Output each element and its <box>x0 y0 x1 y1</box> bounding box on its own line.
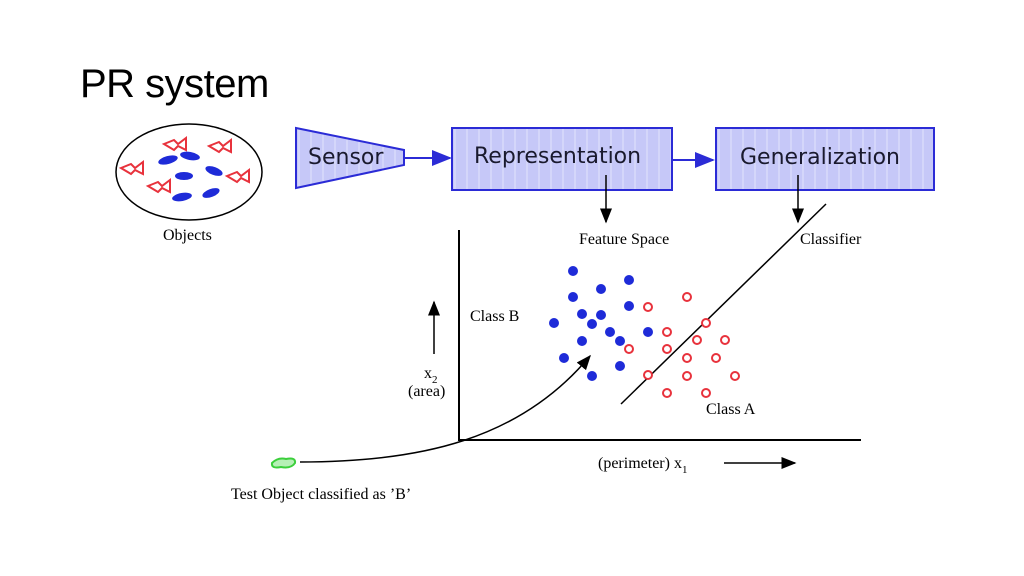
class-b-point <box>615 336 625 346</box>
classifier-label: Classifier <box>800 231 862 248</box>
class-b-point <box>643 327 653 337</box>
class-b-point <box>624 301 634 311</box>
sensor-label: Sensor <box>308 145 384 170</box>
x-axis-desc: (perimeter) x1 <box>598 455 687 476</box>
class-a-point <box>701 318 711 328</box>
class-a-label: Class A <box>706 401 756 418</box>
class-a-point <box>701 388 711 398</box>
class-a-points <box>624 292 740 398</box>
class-a-point <box>682 371 692 381</box>
class-b-point <box>559 353 569 363</box>
class-b-point <box>568 292 578 302</box>
class-b-point <box>577 336 587 346</box>
test-object-icon <box>270 457 297 469</box>
y-axis-desc: (area) <box>408 383 445 400</box>
generalization-block: Generalization <box>715 127 935 191</box>
generalization-label: Generalization <box>740 145 900 170</box>
class-b-point <box>605 327 615 337</box>
class-b-point <box>568 266 578 276</box>
class-b-point <box>624 275 634 285</box>
class-a-point <box>643 302 653 312</box>
test-object-arrow <box>299 354 591 463</box>
class-a-point <box>682 292 692 302</box>
class-b-point <box>596 284 606 294</box>
class-a-point <box>720 335 730 345</box>
class-b-label: Class B <box>470 308 519 325</box>
class-a-point <box>711 353 721 363</box>
class-b-point <box>587 371 597 381</box>
objects-caption: Objects <box>163 227 212 244</box>
class-a-point <box>624 344 634 354</box>
class-a-point <box>730 371 740 381</box>
classifier-line <box>620 203 827 405</box>
class-b-points <box>549 266 653 381</box>
class-a-point <box>662 388 672 398</box>
representation-block: Representation <box>451 127 673 191</box>
objects-ellipse <box>115 123 263 221</box>
blue-objects <box>158 151 223 202</box>
y-axis-var: x2 <box>424 365 438 386</box>
class-a-point <box>692 335 702 345</box>
class-a-point <box>643 370 653 380</box>
feature-space-label: Feature Space <box>579 231 669 248</box>
class-a-point <box>662 344 672 354</box>
class-a-point <box>662 327 672 337</box>
class-b-point <box>577 309 587 319</box>
red-objects <box>118 136 250 194</box>
representation-label: Representation <box>474 144 641 169</box>
slide-title: PR system <box>80 62 269 106</box>
sensor-block: Sensor <box>295 126 405 190</box>
class-a-point <box>682 353 692 363</box>
class-b-point <box>596 310 606 320</box>
test-object-caption: Test Object classified as ’B’ <box>231 486 411 503</box>
class-b-point <box>549 318 559 328</box>
class-b-point <box>587 319 597 329</box>
class-b-point <box>615 361 625 371</box>
